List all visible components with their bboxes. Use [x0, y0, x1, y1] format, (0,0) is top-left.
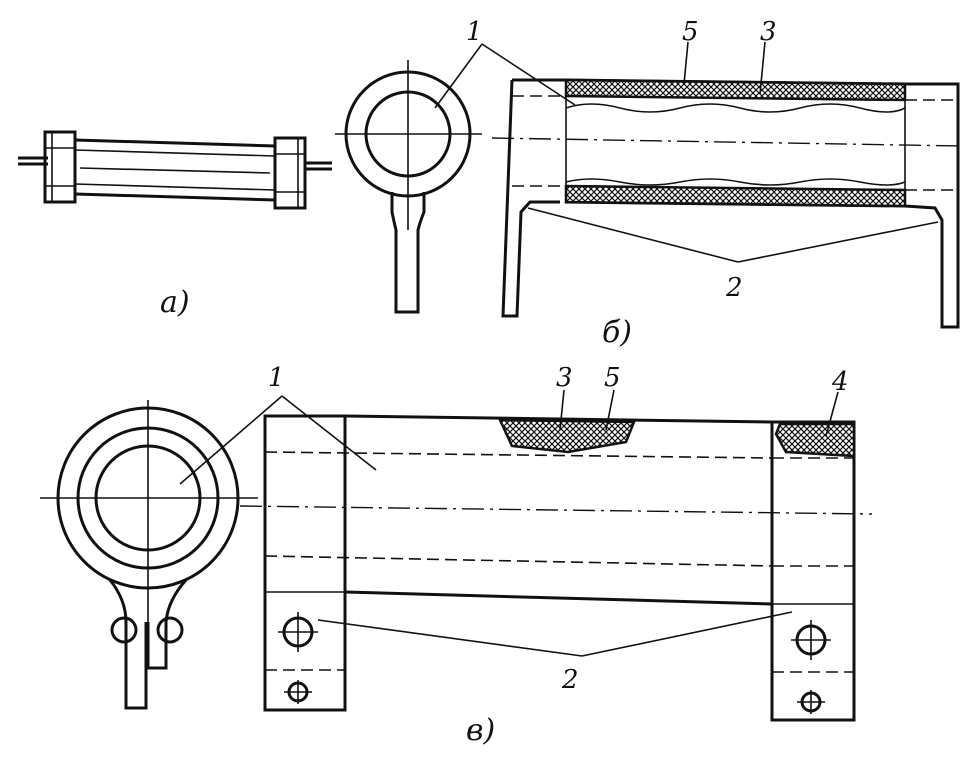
callout-v-1: 1 — [268, 363, 285, 393]
label-a: а) — [160, 285, 190, 320]
figure-b-terminal-end-view — [335, 60, 482, 314]
figure-a-tubular-resistor — [18, 130, 332, 210]
callout-v-5: 5 — [604, 363, 621, 393]
callout-v-3: 3 — [556, 363, 573, 393]
callout-b-2: 2 — [725, 273, 743, 303]
callout-v-4: 4 — [831, 367, 849, 397]
label-b: б) — [602, 315, 632, 350]
callout-v-2: 2 — [561, 665, 579, 695]
figure-b-section-view — [434, 41, 963, 329]
figure-v-terminal-end-view — [40, 400, 258, 710]
label-v: в) — [466, 713, 495, 748]
figure-v-side-view — [179, 389, 873, 722]
callout-b-3: 3 — [760, 17, 777, 47]
callout-b-5: 5 — [682, 17, 699, 47]
callout-b-1: 1 — [466, 17, 483, 47]
